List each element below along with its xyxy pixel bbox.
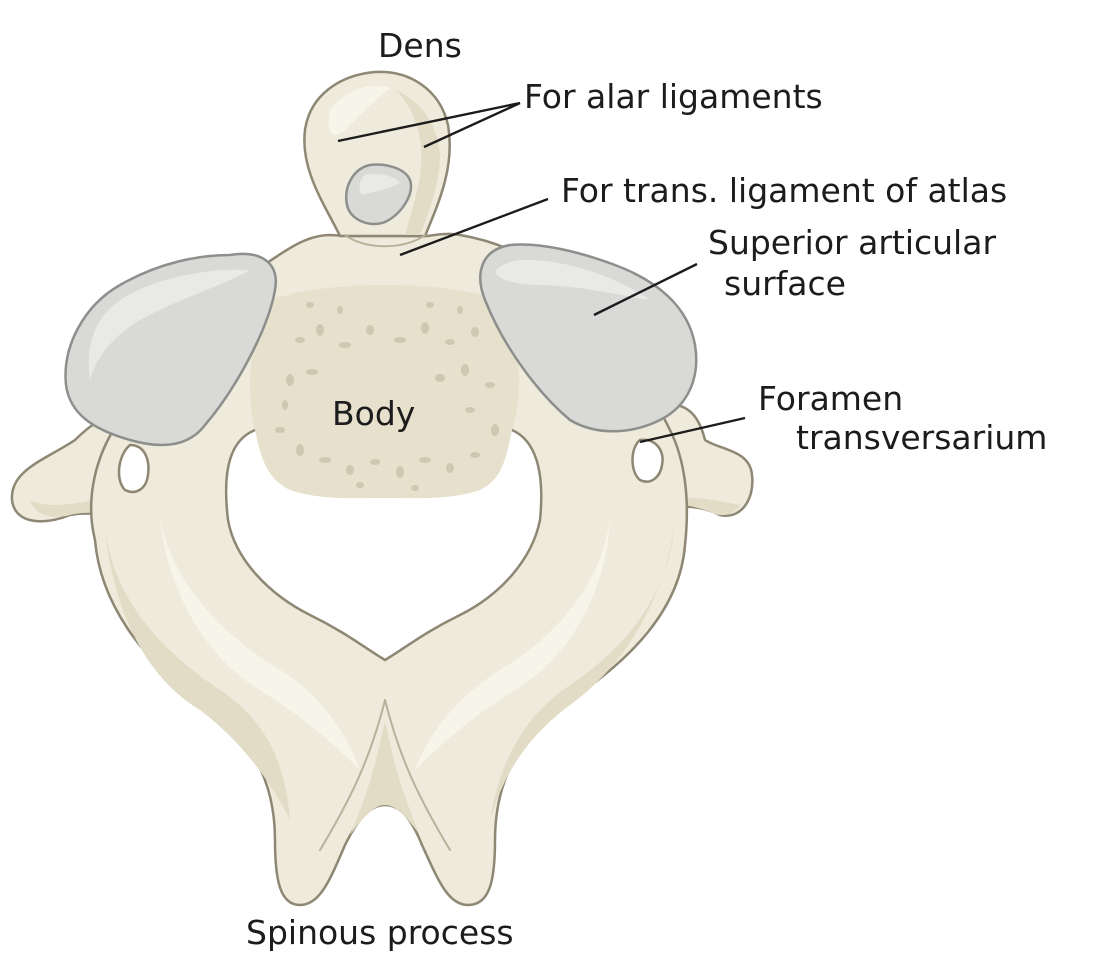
leader-foramen-transversarium [639,416,746,444]
label-body: Body [332,394,415,433]
label-alar-ligaments: For alar ligaments [524,77,823,116]
leader-trans-ligament [399,197,549,257]
label-dens: Dens [378,26,462,65]
leader-alar-left [337,101,521,143]
label-spinous-process: Spinous process [246,913,514,952]
vertebral-body [250,285,520,499]
label-superior-articular-line1: Superior articular [708,223,996,262]
leader-superior-articular [593,262,698,317]
cancellous-texture [275,302,499,491]
right-foramen-transversarium [631,438,664,483]
label-foramen-line1: Foramen [758,379,903,418]
left-foramen-transversarium [117,443,150,494]
label-superior-articular-line2: surface [724,264,846,303]
vertebra-illustration [10,70,754,907]
leader-lines [337,101,746,444]
labels: Dens For alar ligaments For trans. ligam… [246,26,1047,952]
label-trans-ligament: For trans. ligament of atlas [561,171,1007,210]
leader-alar-right [423,101,521,149]
label-foramen-line2: transversarium [796,418,1047,457]
